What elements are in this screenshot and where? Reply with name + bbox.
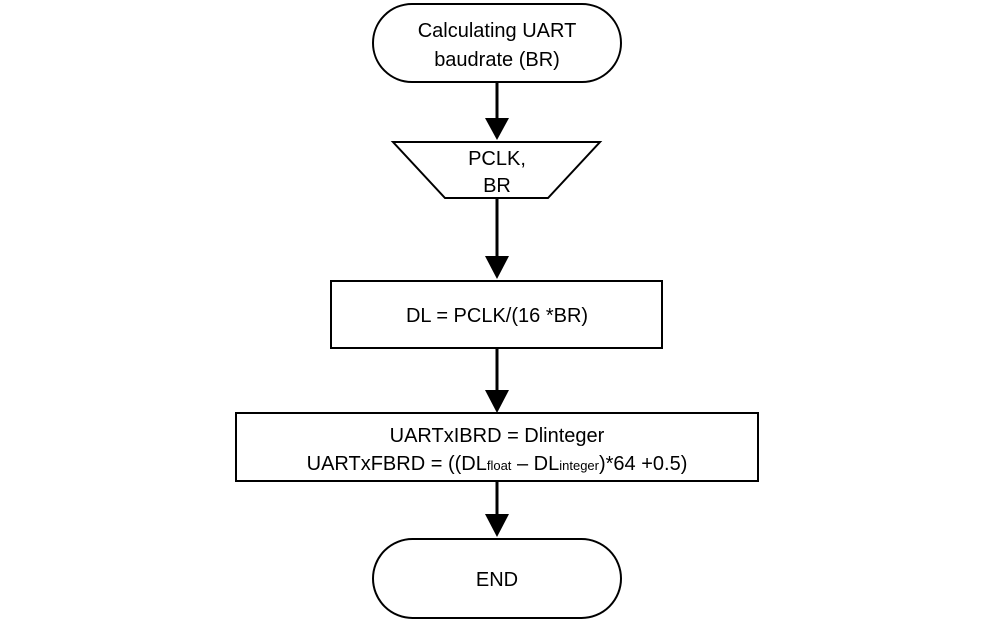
arrow-input-to-process1 bbox=[485, 198, 509, 279]
end-node: END bbox=[372, 538, 622, 619]
process1-box bbox=[330, 280, 663, 349]
end-label: END bbox=[476, 569, 518, 591]
input-node: PCLK, BR bbox=[390, 141, 603, 199]
process2-box bbox=[235, 412, 759, 482]
fbrd-subscript-float: float bbox=[487, 458, 512, 473]
start-label-line1: Calculating UART bbox=[418, 20, 577, 42]
input-trapezoid-shape bbox=[390, 141, 603, 199]
input-label-line2: BR bbox=[483, 175, 511, 197]
start-label-line2: baudrate (BR) bbox=[434, 49, 560, 71]
fbrd-subscript-integer: integer bbox=[559, 458, 599, 473]
fbrd-formula-suffix: )*64 +0.5) bbox=[599, 453, 687, 475]
arrow-start-to-input bbox=[485, 82, 509, 140]
process2-label-line2: UARTxFBRD = ((DLfloat – DLinteger)*64 +0… bbox=[307, 453, 688, 475]
fbrd-formula-mid: – DL bbox=[511, 453, 559, 475]
input-label-line1: PCLK, bbox=[468, 148, 526, 170]
process2-node: UARTxIBRD = Dlinteger UARTxFBRD = ((DLfl… bbox=[235, 412, 759, 482]
start-node: Calculating UART baudrate (BR) bbox=[372, 3, 622, 83]
fbrd-formula-prefix: UARTxFBRD = ((DL bbox=[307, 453, 487, 475]
arrow-process2-to-end bbox=[485, 481, 509, 537]
end-terminator-shape bbox=[372, 538, 622, 619]
process2-label-line1: UARTxIBRD = Dlinteger bbox=[390, 425, 605, 447]
process1-node: DL = PCLK/(16 *BR) bbox=[330, 280, 663, 349]
arrow-process1-to-process2 bbox=[485, 348, 509, 413]
process1-label: DL = PCLK/(16 *BR) bbox=[406, 305, 588, 327]
